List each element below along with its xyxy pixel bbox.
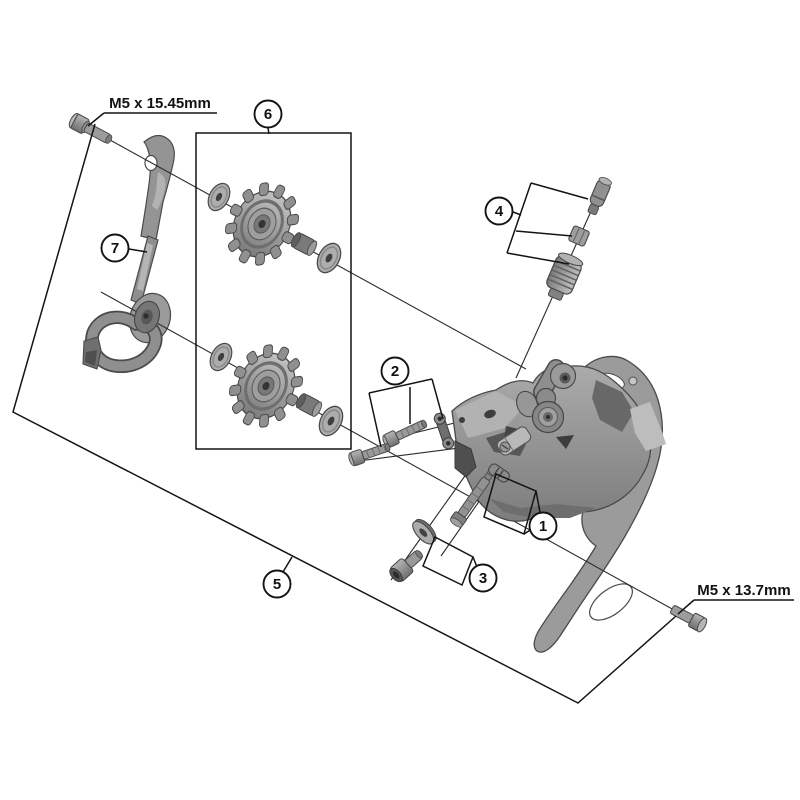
callout-6: 6	[253, 99, 283, 129]
callout-2: 2	[380, 356, 410, 386]
callout-5-number: 5	[273, 576, 281, 593]
body-top-screw	[628, 376, 638, 386]
lower-pulley-axis-line	[100, 291, 702, 626]
callout-5: 5	[262, 569, 292, 599]
adjust-bolt-lower	[348, 442, 391, 467]
callout-2-number: 2	[391, 363, 399, 380]
stop-bolt-bracket-outline	[422, 535, 474, 587]
callout-1: 1	[528, 511, 558, 541]
body-right-wedge	[592, 380, 634, 432]
callout-7: 7	[100, 233, 130, 263]
cable-fixing-bolt	[587, 176, 612, 216]
callout-4: 4	[484, 196, 514, 226]
callout-4-number: 4	[495, 203, 504, 220]
inner-plate-pivot-boss	[134, 300, 160, 334]
callout-leader-lines	[12, 112, 794, 704]
bottom-bolt-spec-label: M5 x 13.7mm	[697, 582, 790, 599]
cage-assembly-bracket	[12, 123, 677, 704]
callout-7-number: 7	[111, 240, 119, 257]
derailleur-body	[451, 359, 666, 522]
callout-3: 3	[468, 563, 498, 593]
top-bolt-spec-label: M5 x 15.45mm	[109, 95, 211, 112]
body-lower-shadow	[488, 498, 596, 518]
callout-3-number: 3	[479, 570, 487, 587]
cage-fixing-bolt-front	[68, 113, 113, 144]
cage-fixing-bolt-rear	[670, 605, 708, 633]
body-arm-foot	[454, 440, 477, 478]
adjuster-nut	[568, 225, 590, 247]
body-triangle-hole	[556, 435, 574, 449]
barrel-adjuster	[546, 252, 584, 301]
stop-bolt-washer	[412, 518, 437, 545]
callout-6-number: 6	[264, 106, 272, 123]
body-bearing-boss	[531, 400, 565, 434]
outer-plate-cutout	[589, 583, 633, 621]
body-mount-hole	[484, 409, 496, 419]
cage-stop-bolt	[389, 550, 424, 583]
adjust-bolt-upper	[382, 419, 428, 448]
pulley-group-box	[195, 132, 352, 450]
callout-1-number: 1	[539, 518, 547, 535]
